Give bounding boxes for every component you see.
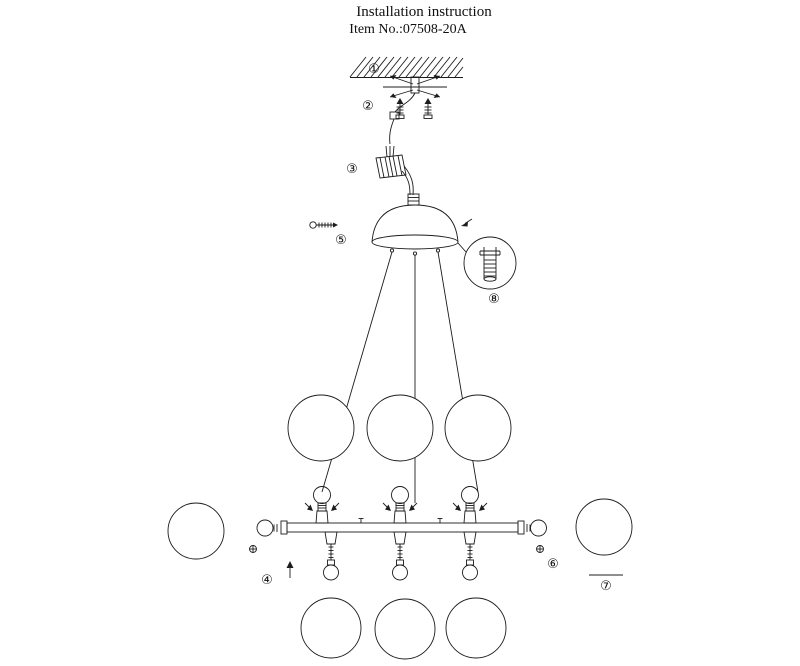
part-label-6: ⑥ <box>547 557 559 572</box>
globe-top-right <box>444 394 512 462</box>
detail-nipple <box>479 247 501 282</box>
canopy-side-arrow <box>461 218 473 227</box>
canopy-nipple <box>407 193 420 206</box>
detail-leader <box>457 242 467 253</box>
bottom-globes <box>300 597 507 660</box>
bottom-bulb-3 <box>462 564 478 581</box>
side-screw-right <box>536 545 544 553</box>
part-label-2: ② <box>362 99 374 114</box>
canopy-screw <box>309 221 338 229</box>
top-socket-2 <box>382 486 418 524</box>
ceiling-hatch <box>349 56 464 78</box>
assembly-arrow-up <box>286 561 294 578</box>
bottom-globe-1 <box>300 597 362 659</box>
bottom-bulb-2 <box>392 564 408 581</box>
mounting-bracket <box>383 75 447 98</box>
bottom-socket-3 <box>462 531 478 581</box>
part-label-4: ④ <box>261 573 273 588</box>
terminal-wire <box>401 170 411 196</box>
part-label-5: ⑤ <box>335 233 347 248</box>
part-label-7: ⑦ <box>600 579 612 594</box>
side-bulb-left <box>256 519 278 537</box>
side-screw-left <box>249 545 257 553</box>
bottom-bulb-1 <box>323 564 339 581</box>
bracket-screw-right <box>423 98 433 119</box>
terminal-block <box>375 154 414 196</box>
bar-end-cap-right <box>517 520 525 535</box>
cable-connector <box>389 111 400 120</box>
detail-circle <box>463 236 517 290</box>
upper-globes <box>287 394 512 462</box>
part-label-3: ③ <box>346 162 358 177</box>
detail-callout <box>457 236 517 290</box>
suspension-wires <box>321 251 479 503</box>
part-label-8: ⑧ <box>488 292 500 307</box>
globe-top-center <box>366 394 434 462</box>
side-globe-right <box>575 498 633 556</box>
bottom-globe-3 <box>445 597 507 659</box>
bottom-globe-2 <box>374 598 436 660</box>
top-bulb-3 <box>461 486 479 504</box>
bar-end-cap-left <box>280 520 288 535</box>
bracket-screw-left <box>395 98 405 119</box>
top-socket-3 <box>452 486 488 524</box>
item-number: Item No.:07508-20A <box>349 22 467 37</box>
top-socket-1 <box>304 486 340 524</box>
canopy-rim <box>371 234 459 250</box>
top-bulb-1 <box>313 486 331 504</box>
part-label-1: ① <box>368 62 380 77</box>
side-globe-left <box>167 502 225 560</box>
bottom-socket-1 <box>323 531 339 581</box>
side-bulb-right <box>526 519 547 537</box>
top-bulb-2 <box>391 486 409 504</box>
canopy <box>371 193 459 256</box>
terminal-wire <box>403 165 414 196</box>
bottom-socket-2 <box>392 531 408 581</box>
power-cable <box>385 92 416 158</box>
page-title: Installation instruction <box>356 4 492 20</box>
globe-top-left <box>287 394 355 462</box>
